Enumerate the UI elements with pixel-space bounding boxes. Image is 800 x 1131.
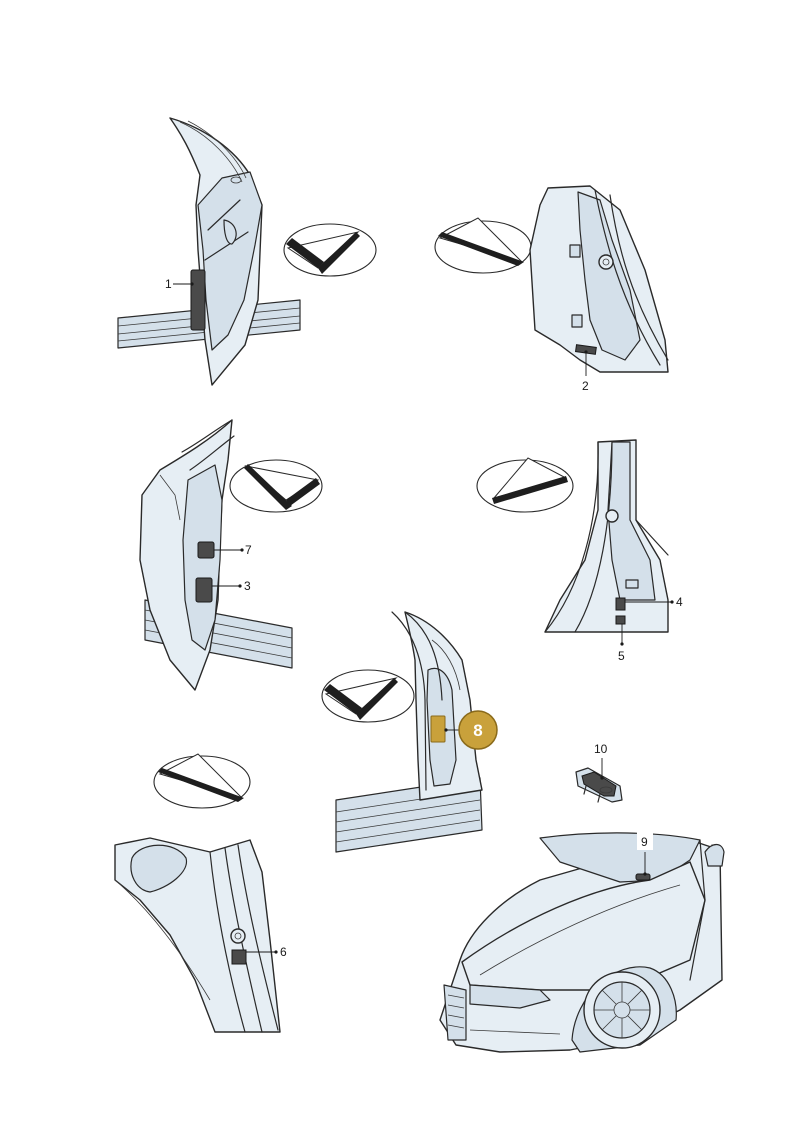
callout-2: 2 (582, 350, 589, 393)
callout-8: 8 (444, 710, 498, 750)
callout-6-label: 6 (280, 945, 287, 959)
view-5-pillar-illustration (335, 611, 483, 853)
callout-4-label: 4 (676, 595, 683, 609)
callout-1: 1 (165, 277, 194, 291)
callout-5: 5 (618, 624, 625, 663)
view-1-pillar-illustration (117, 117, 301, 386)
view-6-pillar-illustration (114, 837, 281, 1033)
callout-8-label: 8 (473, 721, 482, 740)
view-5-direction-symbol (321, 669, 415, 723)
callout-10-label: 10 (594, 742, 608, 756)
callout-9-label: 9 (641, 835, 648, 849)
callout-10: 10 (594, 742, 608, 780)
view-6-direction-symbol (153, 753, 251, 809)
callout-2-label: 2 (582, 379, 589, 393)
callout-3-label: 3 (244, 579, 251, 593)
view-4-direction-symbol (476, 457, 574, 513)
view-3-direction-symbol (229, 459, 323, 513)
view-3-pillar-illustration (139, 419, 293, 691)
part-10-illustration (575, 767, 623, 803)
view-1-direction-symbol (283, 223, 377, 277)
car-front-illustration (439, 832, 725, 1053)
callout-6: 6 (246, 945, 287, 959)
view-2-pillar-illustration (529, 185, 669, 373)
callout-1-label: 1 (165, 277, 172, 291)
callout-3: 3 (212, 579, 251, 593)
callout-9: 9 (637, 832, 653, 876)
callout-5-label: 5 (618, 649, 625, 663)
callout-7: 7 (214, 543, 252, 557)
view-2-direction-symbol (434, 217, 532, 274)
callout-4: 4 (625, 595, 683, 609)
view-4-pillar-illustration (544, 439, 669, 633)
callout-8-badge (458, 710, 498, 750)
callout-7-label: 7 (245, 543, 252, 557)
